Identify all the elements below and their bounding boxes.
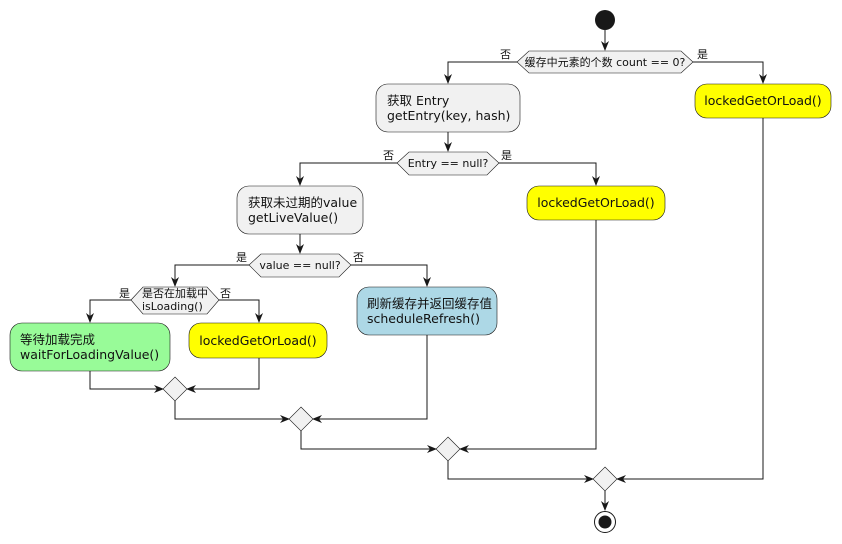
- decision-count-zero: 缓存中元素的个数 count == 0?: [516, 50, 694, 74]
- edge-value-no: [351, 264, 431, 287]
- action-get-entry: 获取 Entry getEntry(key, hash): [375, 83, 521, 133]
- edge-entry-no: [296, 162, 397, 186]
- edge-count-no: [444, 61, 517, 84]
- merge-1-diamond-icon: [162, 376, 188, 402]
- decision-is-loading: 是否在加载中 isLoading(): [130, 286, 220, 315]
- edge-locked-low-to-merge: [186, 358, 260, 393]
- edge-merge2-to-merge3: [300, 431, 437, 453]
- decision-value-null: value == null?: [248, 253, 352, 278]
- get-live-label: 获取未过期的value: [248, 195, 357, 210]
- wait-method: waitForLoadingValue(): [20, 347, 159, 362]
- branch-label-value-no: 否: [353, 251, 364, 264]
- edge-loading-yes: [86, 299, 131, 323]
- edge-count-yes: [693, 61, 767, 84]
- branch-label-entry-no: 否: [383, 149, 394, 162]
- action-locked-get-or-load-low: lockedGetOrLoad(): [188, 322, 328, 359]
- action-wait-for-loading: 等待加载完成 waitForLoadingValue(): [9, 322, 171, 372]
- edge-loading-no: [219, 299, 263, 323]
- action-locked-get-or-load-mid: lockedGetOrLoad(): [526, 185, 666, 221]
- merge-3-diamond-icon: [435, 436, 461, 462]
- refresh-method: scheduleRefresh(): [367, 311, 480, 326]
- action-get-live-value: 获取未过期的value getLiveValue(): [236, 185, 364, 235]
- branch-label-count-no: 否: [500, 48, 511, 61]
- branch-label-loading-yes: 是: [119, 287, 130, 300]
- edge-entry-yes: [499, 162, 600, 186]
- get-entry-method: getEntry(key, hash): [387, 108, 510, 123]
- edge-merge3-to-merge4: [447, 461, 594, 483]
- edge-locked-top-to-merge: [616, 118, 764, 483]
- get-live-method: getLiveValue(): [248, 210, 338, 225]
- branch-label-loading-no: 否: [220, 287, 231, 300]
- edge-value-yes: [171, 264, 249, 287]
- action-locked-get-or-load-top: lockedGetOrLoad(): [694, 83, 832, 119]
- merge-2-diamond-icon: [288, 406, 314, 432]
- start-node-icon: [595, 10, 615, 30]
- refresh-label: 刷新缓存并返回缓存值: [367, 296, 492, 311]
- condition-count-zero: 缓存中元素的个数 count == 0?: [525, 55, 686, 69]
- locked-top-label: lockedGetOrLoad(): [704, 93, 821, 108]
- condition-entry-null: Entry == null?: [408, 157, 489, 170]
- get-entry-label: 获取 Entry: [387, 93, 450, 108]
- edge-merge1-to-merge2: [174, 401, 290, 423]
- action-schedule-refresh: 刷新缓存并返回缓存值 scheduleRefresh(): [356, 286, 498, 336]
- locked-low-label: lockedGetOrLoad(): [199, 333, 316, 348]
- edge-wait-to-merge: [89, 370, 164, 393]
- edge-locked-mid-to-merge: [459, 220, 597, 453]
- stop-node-icon: [594, 511, 616, 533]
- condition-is-loading-text: 是否在加载中: [142, 287, 208, 300]
- edges: [86, 30, 767, 511]
- wait-label: 等待加载完成: [20, 332, 95, 347]
- branch-label-entry-yes: 是: [501, 149, 512, 162]
- condition-is-loading-method: isLoading(): [142, 300, 203, 313]
- condition-value-null: value == null?: [259, 259, 341, 272]
- branch-label-value-yes: 是: [236, 251, 247, 264]
- merge-4-diamond-icon: [592, 466, 618, 492]
- edge-refresh-to-merge: [312, 335, 428, 423]
- decision-entry-null: Entry == null?: [396, 151, 500, 176]
- locked-mid-label: lockedGetOrLoad(): [537, 195, 654, 210]
- branch-label-count-yes: 是: [697, 48, 708, 61]
